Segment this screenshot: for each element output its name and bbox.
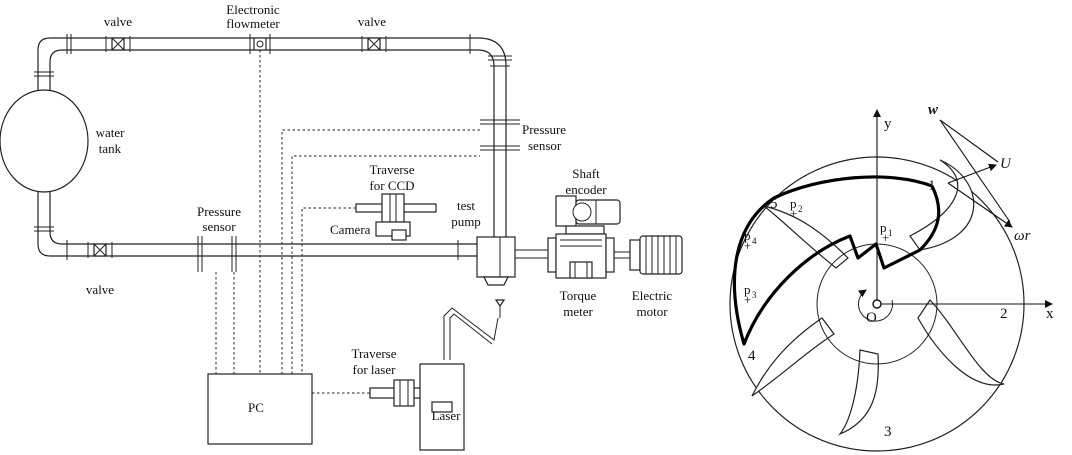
station-3-label: 3 <box>884 424 892 440</box>
svg-text:p: p <box>790 196 797 211</box>
pressure-sensor-left <box>197 236 237 272</box>
impeller-blade <box>838 349 879 436</box>
water-tank-label-2: tank <box>99 141 122 156</box>
svg-text:p: p <box>744 282 751 297</box>
pressure-point-p1: p 1 + <box>880 220 893 245</box>
origin-point <box>872 299 882 309</box>
pipe-loop <box>34 34 512 260</box>
station-1-label: 1 <box>928 178 936 194</box>
traverse-laser-label-1: Traverse <box>351 346 396 361</box>
valve-top-right-label: valve <box>358 14 386 29</box>
vector-w-label: w <box>928 102 939 118</box>
svg-text:1: 1 <box>888 228 893 238</box>
svg-text:+: + <box>744 238 751 253</box>
pressure-sensor-right-label-2: sensor <box>528 138 562 153</box>
traverse-laser-label-2: for laser <box>353 362 397 377</box>
svg-text:3: 3 <box>752 290 757 300</box>
pressure-sensor-left-label-1: Pressure <box>197 204 241 219</box>
flowmeter-label-1: Electronic <box>226 2 280 17</box>
svg-text:+: + <box>790 206 797 221</box>
valve-bottom <box>87 242 113 258</box>
svg-text:4: 4 <box>752 236 757 246</box>
pressure-point-p2: p 2 + <box>790 196 803 221</box>
pressure-point-p3: p 3 + <box>744 282 757 307</box>
water-tank <box>0 89 89 193</box>
test-pump-label-2: pump <box>451 214 481 229</box>
svg-text:2: 2 <box>798 204 803 214</box>
shaft-encoder-label-1: Shaft <box>572 166 600 181</box>
impeller-diagram: y x O w U ωr 1 2 3 4 5 p 1 + p 2 + <box>729 102 1054 452</box>
svg-text:p: p <box>744 228 751 243</box>
x-axis-label: x <box>1046 306 1054 322</box>
laser-arm <box>443 307 499 360</box>
traverse-laser <box>369 379 431 407</box>
station-4-label: 4 <box>748 348 756 364</box>
y-axis-label: y <box>884 116 892 132</box>
impeller-blade <box>917 299 1005 386</box>
valve-top-left <box>105 36 131 52</box>
pressure-point-p4: p 4 + <box>744 228 757 253</box>
shaft-encoder-label-2: encoder <box>565 182 607 197</box>
laser-label: Laser <box>432 408 462 423</box>
shaft-encoder <box>555 195 621 235</box>
valve-bottom-label: valve <box>86 282 114 297</box>
pressure-sensor-left-label-2: sensor <box>202 219 236 234</box>
svg-text:+: + <box>744 292 751 307</box>
test-loop: water tank valve Electronic flowmeter va… <box>0 2 683 451</box>
vector-omega-r-label: ωr <box>1014 228 1031 244</box>
valve-top-left-label: valve <box>104 14 132 29</box>
svg-text:+: + <box>882 230 889 245</box>
electronic-flowmeter <box>249 34 271 54</box>
impeller-blade <box>763 205 849 269</box>
electric-motor-label-2: motor <box>636 304 668 319</box>
station-2-label: 2 <box>1000 306 1008 322</box>
torque-meter-label-2: meter <box>563 304 593 319</box>
pressure-sensor-right-label-1: Pressure <box>522 122 566 137</box>
water-tank-label-1: water <box>96 125 126 140</box>
passage-boundary <box>732 175 941 346</box>
test-pump <box>476 236 550 318</box>
impeller-blade <box>751 317 835 397</box>
flowmeter-label-2: flowmeter <box>226 16 280 31</box>
velocity-triangle <box>939 119 1013 228</box>
station-5-label: 5 <box>770 196 778 212</box>
test-pump-label-1: test <box>457 198 475 213</box>
electric-motor-label-1: Electric <box>632 288 673 303</box>
signal-lines <box>215 50 480 394</box>
pc-box <box>207 373 313 445</box>
origin-label: O <box>866 310 877 326</box>
svg-text:p: p <box>880 220 887 235</box>
traverse-ccd <box>355 193 437 241</box>
traverse-ccd-label-2: for CCD <box>369 178 414 193</box>
impeller-blade <box>909 159 975 251</box>
vector-u-label: U <box>1000 156 1012 172</box>
camera-label: Camera <box>330 222 371 237</box>
pc-label: PC <box>248 400 264 415</box>
torque-meter <box>547 233 630 279</box>
torque-meter-label-1: Torque <box>560 288 597 303</box>
rotation-arrow <box>857 289 893 322</box>
pressure-sensor-right <box>480 119 520 151</box>
valve-top-right <box>361 36 387 52</box>
electric-motor <box>629 235 683 275</box>
traverse-ccd-label-1: Traverse <box>369 162 414 177</box>
